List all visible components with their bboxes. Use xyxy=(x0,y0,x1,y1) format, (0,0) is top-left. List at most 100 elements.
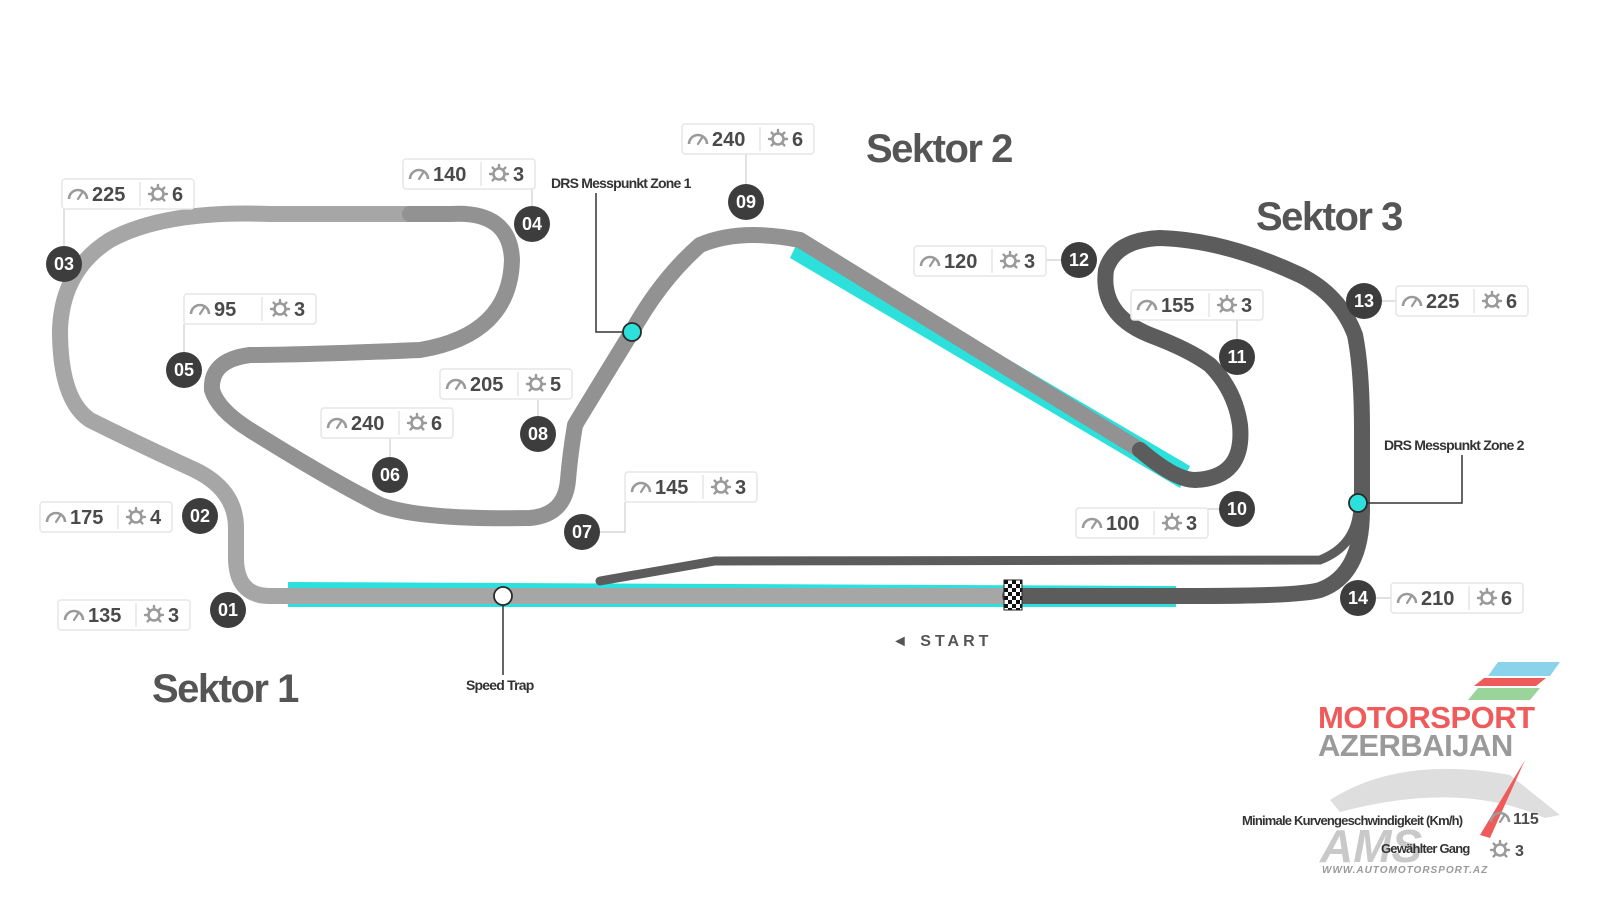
legend-min-speed-label: Minimale Kurvengeschwindigkeit (Km/h) xyxy=(1242,813,1463,828)
legend-gear-value: 3 xyxy=(1515,843,1524,860)
track-sector-1 xyxy=(52,205,1018,604)
turn-number-badge xyxy=(564,514,600,550)
drs2-label: DRS Messpunkt Zone 2 xyxy=(1384,437,1525,453)
turn-number: 09 xyxy=(736,192,756,212)
turn-gear: 3 xyxy=(1241,295,1252,317)
sector-3-title: Sektor 3 xyxy=(1256,195,1402,239)
drs2-leader xyxy=(1362,455,1463,504)
turn-number: 06 xyxy=(380,465,400,485)
publisher-logo: MOTORSPORT AZERBAIJAN AMS WWW.AUTOMOTORS… xyxy=(1318,662,1560,876)
turn-number-badge xyxy=(1340,580,1376,616)
turn-gear: 3 xyxy=(1024,251,1035,273)
turn-number: 04 xyxy=(522,214,542,234)
turn-number-badge xyxy=(210,592,246,628)
speed-trap-marker xyxy=(493,586,513,606)
start-finish-line xyxy=(1003,579,1023,611)
turn-info-box: 135 3 xyxy=(57,599,191,631)
turn-min-speed: 240 xyxy=(351,413,384,435)
turn-number: 14 xyxy=(1348,588,1368,608)
turn-info-box: 95 3 xyxy=(183,293,317,325)
turn-gear: 4 xyxy=(150,507,162,529)
turn-info-box: 210 6 xyxy=(1390,582,1524,614)
logo-swoosh xyxy=(1330,768,1560,818)
turn-number-badge xyxy=(1219,339,1255,375)
turn-number-badge xyxy=(514,206,550,242)
legend-min-speed-value: 115 xyxy=(1513,811,1539,828)
turn-info-box: 240 6 xyxy=(320,407,454,439)
turn-number: 08 xyxy=(528,424,548,444)
turn-gear: 3 xyxy=(1186,513,1197,535)
turn-gear: 3 xyxy=(294,299,305,321)
turn-number: 05 xyxy=(174,360,194,380)
turn-gear: 6 xyxy=(172,184,183,206)
logo-stripe-red xyxy=(1474,678,1546,686)
logo-url: WWW.AUTOMOTORSPORT.AZ xyxy=(1322,865,1488,876)
logo-mark: AMS xyxy=(1319,820,1423,872)
turn-min-speed: 210 xyxy=(1421,588,1454,610)
turn-number: 07 xyxy=(572,522,592,542)
turn-number: 11 xyxy=(1227,347,1246,367)
turn-min-speed: 135 xyxy=(88,605,121,627)
logo-stripe-blue xyxy=(1488,662,1560,676)
turn-min-speed: 140 xyxy=(433,164,466,186)
drs2-marker xyxy=(1348,493,1368,513)
turn-min-speed: 175 xyxy=(70,507,103,529)
turn-number-badge xyxy=(1061,242,1097,278)
turn-min-speed: 120 xyxy=(944,251,977,273)
turn-number: 03 xyxy=(54,254,74,274)
start-label: ◄ START xyxy=(892,633,992,650)
turn-04: 140 3 04 xyxy=(402,158,550,242)
turn-min-speed: 240 xyxy=(712,129,745,151)
turn-gear: 3 xyxy=(513,164,524,186)
turn-min-speed: 95 xyxy=(214,299,236,321)
turn-number-badge xyxy=(46,246,82,282)
logo-line1: MOTORSPORT xyxy=(1318,700,1535,735)
logo-stripe-green xyxy=(1468,688,1540,700)
turn-number-badge xyxy=(728,184,764,220)
turn-info-box: 140 3 xyxy=(402,158,536,190)
track-sector-3 xyxy=(1002,230,1370,604)
turn-gear: 6 xyxy=(431,413,442,435)
logo-line2: AZERBAIJAN xyxy=(1318,728,1513,763)
turn-gear: 6 xyxy=(1501,588,1512,610)
drs1-label: DRS Messpunkt Zone 1 xyxy=(551,175,692,191)
turn-05: 95 3 05 xyxy=(166,293,317,388)
turn-number-badge xyxy=(1346,283,1382,319)
turn-info-box: 120 3 xyxy=(913,245,1047,277)
turn-number-badge xyxy=(520,416,556,452)
turn-gear: 3 xyxy=(168,605,179,627)
turn-number-badge xyxy=(372,457,408,493)
drs1-marker xyxy=(622,322,642,342)
turn-gear: 5 xyxy=(550,374,561,396)
turn-gear: 3 xyxy=(735,477,746,499)
turn-min-speed: 155 xyxy=(1161,295,1194,317)
turn-number: 13 xyxy=(1354,291,1374,311)
turn-01: 135 3 01 xyxy=(57,592,246,631)
turn-number: 01 xyxy=(218,600,238,620)
turn-number-badge xyxy=(1219,491,1255,527)
measure-points xyxy=(493,193,1463,675)
sector-1-title: Sektor 1 xyxy=(152,667,299,711)
legend-gear-label: Gewählter Gang xyxy=(1381,841,1470,856)
turn-min-speed: 205 xyxy=(470,374,503,396)
turn-min-speed: 225 xyxy=(1426,291,1459,313)
sector-2-title: Sektor 2 xyxy=(866,127,1012,171)
turn-number-badge xyxy=(182,498,218,534)
turn-number-badge xyxy=(166,352,202,388)
